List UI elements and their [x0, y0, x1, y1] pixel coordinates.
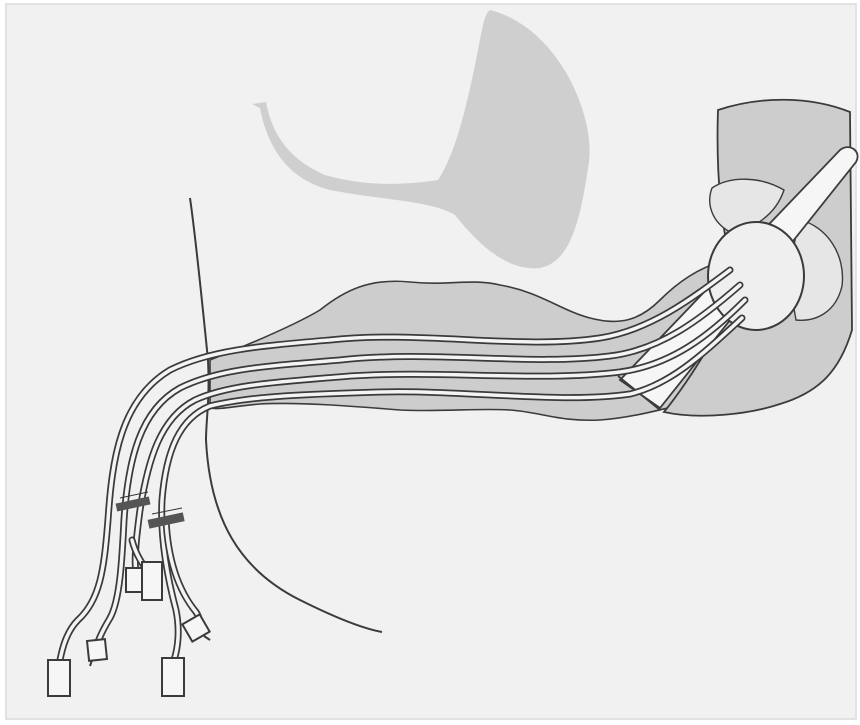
connector-small-left [87, 639, 107, 661]
connector-mid-right [142, 562, 162, 600]
connector-large-left [48, 660, 70, 696]
connector-large-right [162, 658, 184, 696]
